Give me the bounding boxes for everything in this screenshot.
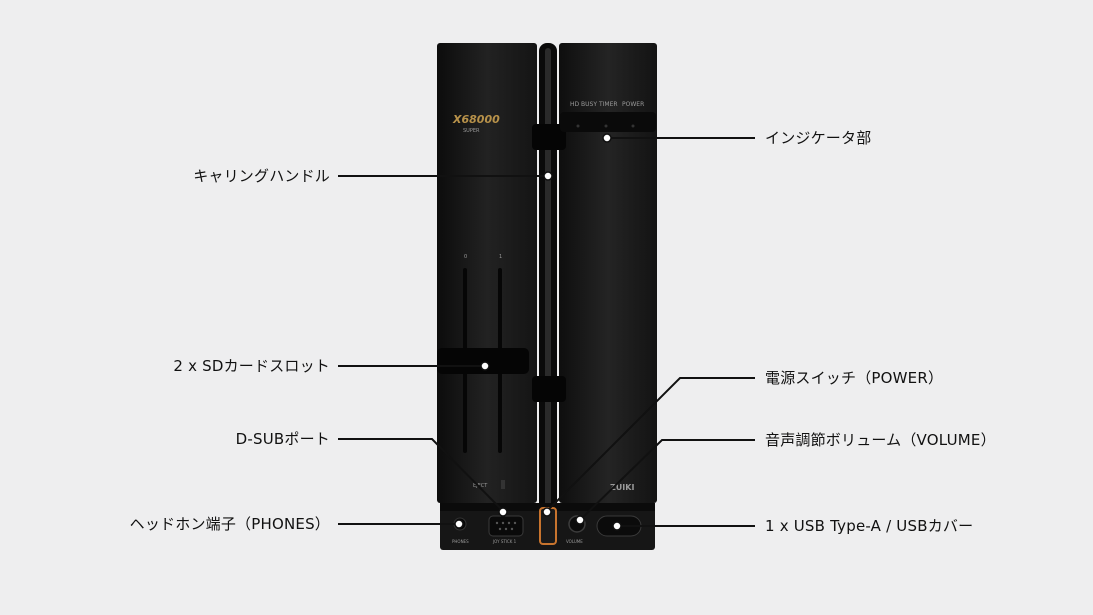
left-tower xyxy=(437,43,537,503)
callout-dsub-port: D-SUBポート xyxy=(235,430,330,448)
port-label-phones: PHONES xyxy=(452,539,469,544)
callout-phones: ヘッドホン端子（PHONES） xyxy=(129,515,330,533)
callout-power-switch: 電源スイッチ（POWER） xyxy=(765,369,944,387)
right-tower xyxy=(559,43,657,503)
port-label-joystick: JOY STICK 1 xyxy=(492,539,517,544)
dsub-port xyxy=(488,515,524,537)
callout-indicators: インジケータ部 xyxy=(765,129,872,147)
callout-lines xyxy=(338,137,755,527)
indicator-label-timer: TIMER xyxy=(598,101,618,108)
logo: X68000 xyxy=(452,113,500,126)
port-label-volume: VOLUME xyxy=(566,539,583,544)
logo-sub: SUPER xyxy=(463,128,480,134)
callout-usb: 1 x USB Type-A / USBカバー xyxy=(765,517,974,535)
eject-label: EJECT xyxy=(473,483,488,489)
indicator-label-power: POWER xyxy=(622,101,644,108)
callout-volume: 音声調節ボリューム（VOLUME） xyxy=(765,431,996,449)
indicator-bar xyxy=(560,112,656,132)
callout-sd-slots: 2 x SDカードスロット xyxy=(173,357,330,375)
slot-number-0: 0 xyxy=(464,254,467,260)
indicator-label-hd: HD BUSY xyxy=(570,101,597,108)
callout-endpoints xyxy=(454,133,622,531)
brand: ZUIKI xyxy=(610,483,634,492)
callout-carrying-handle: キャリングハンドル xyxy=(193,167,330,185)
slot-number-1: 1 xyxy=(499,254,502,260)
